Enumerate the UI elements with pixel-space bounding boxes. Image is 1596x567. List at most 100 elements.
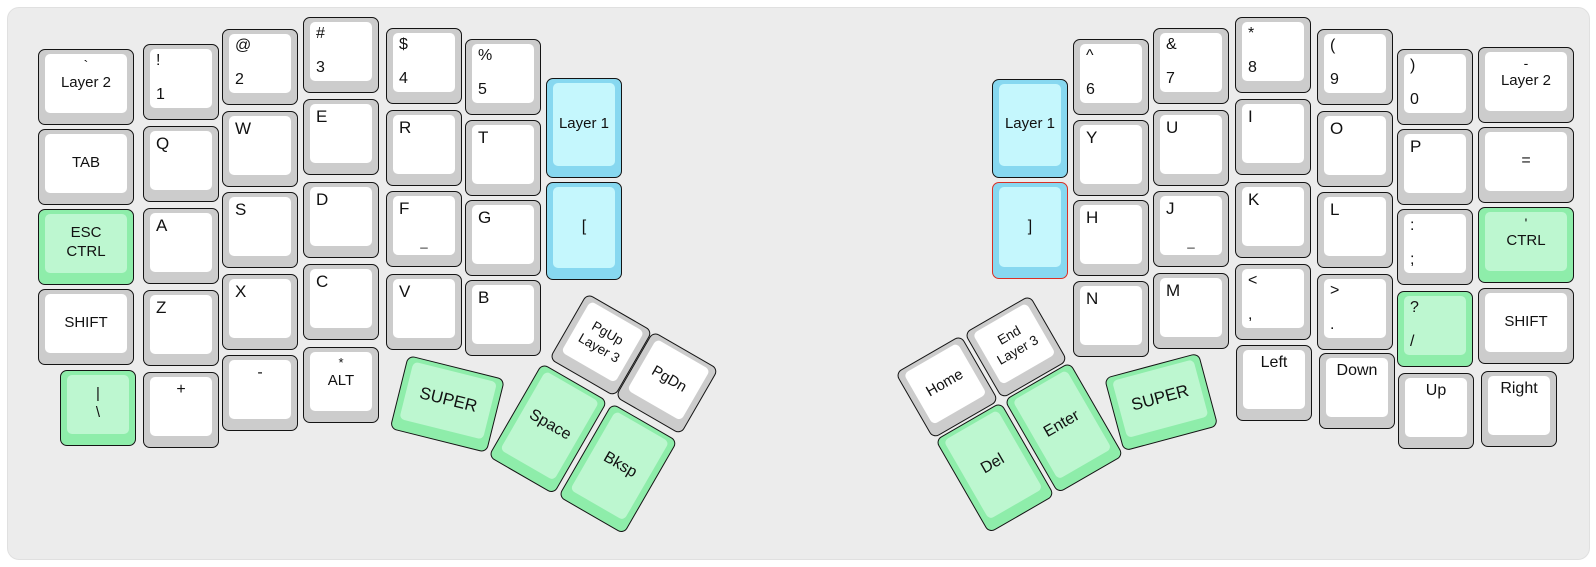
key-v-keytop xyxy=(393,278,455,338)
key-b[interactable]: B xyxy=(465,280,541,356)
key-x-keytop xyxy=(229,278,291,338)
key-layer1-right[interactable]: Layer 1 xyxy=(992,79,1068,178)
key-q[interactable]: Q xyxy=(143,126,219,202)
key-w[interactable]: W xyxy=(222,111,298,187)
key-dollar-4[interactable]: $4 xyxy=(386,28,462,104)
key-r[interactable]: R xyxy=(386,110,462,186)
key-right-arrow-keytop xyxy=(1488,375,1550,435)
key-shift-right[interactable]: SHIFT xyxy=(1478,288,1574,364)
key-down-arrow-keytop xyxy=(1326,357,1388,417)
key-percent-5-keytop xyxy=(472,43,534,103)
key-amp-7[interactable]: &7 xyxy=(1153,28,1229,104)
key-star-alt-keytop xyxy=(310,351,372,411)
key-q-keytop xyxy=(150,130,212,190)
key-s-keytop xyxy=(229,196,291,256)
key-layer1-right-keytop xyxy=(999,83,1061,166)
key-down-arrow[interactable]: Down xyxy=(1319,353,1395,429)
key-dollar-4-keytop xyxy=(393,32,455,92)
key-minus-layer2[interactable]: -Layer 2 xyxy=(1478,47,1574,123)
key-percent-5[interactable]: %5 xyxy=(465,39,541,115)
key-d[interactable]: D xyxy=(303,182,379,258)
key-tab-keytop xyxy=(45,133,127,193)
key-caret-6[interactable]: ^6 xyxy=(1073,39,1149,115)
key-c-keytop xyxy=(310,268,372,328)
key-grave-layer2-keytop xyxy=(45,53,127,113)
key-h[interactable]: H xyxy=(1073,200,1149,276)
key-colon-semicolon[interactable]: :; xyxy=(1397,209,1473,285)
key-t[interactable]: T xyxy=(465,120,541,196)
key-p[interactable]: P xyxy=(1397,129,1473,205)
key-esc-ctrl-keytop xyxy=(45,213,127,273)
key-right-bracket[interactable]: ] xyxy=(992,182,1068,279)
key-d-keytop xyxy=(310,186,372,246)
key-shift-left[interactable]: SHIFT xyxy=(38,289,134,365)
key-hash-3[interactable]: #3 xyxy=(303,17,379,93)
key-s[interactable]: S xyxy=(222,192,298,268)
key-tab[interactable]: TAB xyxy=(38,129,134,205)
key-m-keytop xyxy=(1160,277,1222,337)
key-lparen-9[interactable]: (9 xyxy=(1317,29,1393,105)
key-y[interactable]: Y xyxy=(1073,120,1149,196)
key-greater-period-keytop xyxy=(1324,278,1386,338)
key-i[interactable]: I xyxy=(1235,99,1311,175)
key-rparen-0[interactable]: )0 xyxy=(1397,49,1473,125)
key-minus-keytop xyxy=(229,359,291,419)
key-up-arrow[interactable]: Up xyxy=(1398,373,1474,449)
key-h-keytop xyxy=(1080,204,1142,264)
key-left-arrow-keytop xyxy=(1243,349,1305,409)
key-o-keytop xyxy=(1324,115,1386,175)
key-equals[interactable]: = xyxy=(1478,127,1574,203)
key-o[interactable]: O xyxy=(1317,111,1393,187)
key-a[interactable]: A xyxy=(143,208,219,284)
key-c[interactable]: C xyxy=(303,264,379,340)
key-r-keytop xyxy=(393,114,455,174)
key-plus[interactable]: + xyxy=(143,372,219,448)
key-v[interactable]: V xyxy=(386,274,462,350)
key-x[interactable]: X xyxy=(222,274,298,350)
key-f[interactable]: F_ xyxy=(386,191,462,267)
key-n[interactable]: N xyxy=(1073,281,1149,357)
key-l-keytop xyxy=(1324,196,1386,256)
key-layer1-left[interactable]: Layer 1 xyxy=(546,78,622,178)
key-minus-layer2-keytop xyxy=(1485,51,1567,111)
key-g[interactable]: G xyxy=(465,200,541,276)
key-u[interactable]: U xyxy=(1153,110,1229,186)
key-star-alt[interactable]: *ALT xyxy=(303,347,379,423)
key-e[interactable]: E xyxy=(303,99,379,175)
key-pipe-backslash[interactable]: | \ xyxy=(60,370,136,446)
key-asterisk-8-keytop xyxy=(1242,21,1304,81)
key-greater-period[interactable]: >. xyxy=(1317,274,1393,350)
key-question-slash[interactable]: ?/ xyxy=(1397,291,1473,367)
key-at-2-keytop xyxy=(229,33,291,93)
key-w-keytop xyxy=(229,115,291,175)
key-i-keytop xyxy=(1242,103,1304,163)
key-plus-keytop xyxy=(150,376,212,436)
key-e-keytop xyxy=(310,103,372,163)
key-esc-ctrl[interactable]: ESC CTRL xyxy=(38,209,134,285)
key-z-keytop xyxy=(150,294,212,354)
key-m[interactable]: M xyxy=(1153,273,1229,349)
key-k[interactable]: K xyxy=(1235,182,1311,258)
key-equals-keytop xyxy=(1485,131,1567,191)
key-left-arrow[interactable]: Left xyxy=(1236,345,1312,421)
key-k-keytop xyxy=(1242,186,1304,246)
key-exclam-1[interactable]: !1 xyxy=(143,44,219,120)
key-at-2[interactable]: @2 xyxy=(222,29,298,105)
key-less-comma-keytop xyxy=(1242,268,1304,328)
key-z[interactable]: Z xyxy=(143,290,219,366)
key-pipe-backslash-keytop xyxy=(67,374,129,434)
key-minus[interactable]: - xyxy=(222,355,298,431)
key-l[interactable]: L xyxy=(1317,192,1393,268)
key-right-arrow[interactable]: Right xyxy=(1481,371,1557,447)
key-a-keytop xyxy=(150,212,212,272)
key-hash-3-keytop xyxy=(310,21,372,81)
key-quote-ctrl[interactable]: 'CTRL xyxy=(1478,207,1574,283)
key-asterisk-8[interactable]: *8 xyxy=(1235,17,1311,93)
key-quote-ctrl-keytop xyxy=(1485,211,1567,271)
key-less-comma[interactable]: <, xyxy=(1235,264,1311,340)
key-left-bracket[interactable]: [ xyxy=(546,182,622,280)
key-grave-layer2[interactable]: `Layer 2 xyxy=(38,49,134,125)
key-rparen-0-keytop xyxy=(1404,53,1466,113)
key-j[interactable]: J_ xyxy=(1153,191,1229,267)
